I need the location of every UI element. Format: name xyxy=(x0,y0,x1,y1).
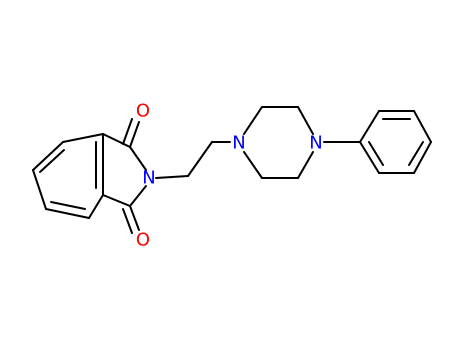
bond-layer xyxy=(32,106,432,234)
bond xyxy=(122,208,133,234)
bond xyxy=(88,194,104,219)
bond xyxy=(413,110,432,143)
bond xyxy=(45,208,90,219)
piperazine-nitrogen-atom-label-right: N xyxy=(309,133,322,154)
bond xyxy=(297,151,314,179)
bond xyxy=(50,201,86,210)
bond xyxy=(32,141,64,171)
bond xyxy=(359,110,380,143)
bond xyxy=(155,175,189,179)
bond xyxy=(32,169,47,210)
bond xyxy=(408,141,424,166)
bond xyxy=(297,106,314,135)
bond xyxy=(359,141,380,174)
oxygen-atom-label-top: O xyxy=(136,101,150,122)
bond xyxy=(243,106,263,135)
bond xyxy=(129,146,147,171)
bond xyxy=(368,141,384,166)
atom-label-layer: O O N N N xyxy=(136,101,323,251)
bond xyxy=(129,185,147,207)
bond xyxy=(102,133,131,148)
bond xyxy=(129,121,140,148)
bond xyxy=(102,194,131,207)
bond xyxy=(187,141,213,177)
bond xyxy=(122,118,133,145)
bond xyxy=(129,205,140,231)
oxygen-atom-label-bottom: O xyxy=(136,230,150,251)
bond xyxy=(243,151,263,179)
bond xyxy=(39,149,65,173)
imide-nitrogen-atom-label: N xyxy=(142,168,155,189)
bond xyxy=(62,133,104,143)
piperazine-nitrogen-atom-label-left: N xyxy=(232,133,245,154)
bond xyxy=(413,141,432,174)
